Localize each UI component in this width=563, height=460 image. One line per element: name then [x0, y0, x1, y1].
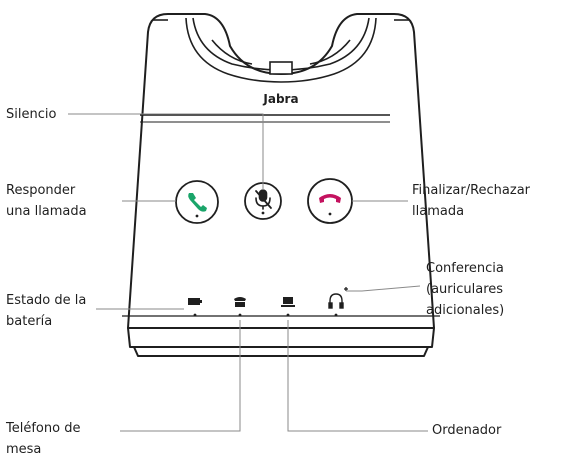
phone-answer-icon: [188, 193, 207, 212]
headset-conference-icon: [328, 287, 348, 309]
callout-line: llamada: [412, 204, 465, 219]
callout-line: (auriculares: [426, 282, 504, 297]
callout-finalizar: Finalizar/Rechazar llamada: [412, 180, 530, 222]
callout-line: una llamada: [6, 204, 87, 219]
battery-indicator: [188, 298, 202, 317]
phone-end-icon: [319, 194, 341, 203]
callout-line: Finalizar/Rechazar: [412, 183, 531, 198]
headset-cradle: [152, 17, 410, 83]
leader-telefono: [120, 320, 241, 432]
computer-indicator: [281, 297, 295, 317]
callout-lines: [68, 113, 428, 432]
callout-silencio: Silencio: [6, 104, 56, 125]
callout-line: Ordenador: [432, 423, 502, 438]
callout-responder: Responder una llamada: [6, 180, 87, 222]
callout-estado-bateria: Estado de la batería: [6, 290, 86, 332]
callout-line: batería: [6, 314, 53, 329]
microphone-mute-icon: [255, 189, 272, 210]
answer-button[interactable]: [175, 180, 219, 224]
battery-icon: [188, 298, 200, 305]
callout-telefono: Teléfono de mesa: [6, 418, 80, 460]
desk-phone-indicator: [234, 297, 246, 317]
callout-line: Teléfono de: [6, 421, 81, 436]
callout-conferencia: Conferencia (auriculares adicionales): [426, 258, 504, 321]
desk-phone-icon: [234, 297, 246, 307]
computer-icon: [281, 297, 295, 307]
callout-line: Estado de la: [6, 293, 87, 308]
base-outline: [127, 13, 435, 357]
callout-line: Silencio: [6, 107, 57, 122]
callout-line: adicionales): [426, 303, 505, 318]
brand-logo: Jabra: [262, 92, 298, 106]
leader-conferencia: [346, 285, 421, 292]
callout-line: mesa: [6, 442, 42, 457]
callout-ordenador: Ordenador: [432, 420, 501, 441]
leader-silencio: [68, 113, 264, 190]
leader-ordenador: [287, 320, 428, 432]
callout-line: Responder: [6, 183, 76, 198]
callout-line: Conferencia: [426, 261, 504, 276]
end-call-button[interactable]: [307, 178, 353, 224]
conference-indicator: [328, 287, 348, 317]
